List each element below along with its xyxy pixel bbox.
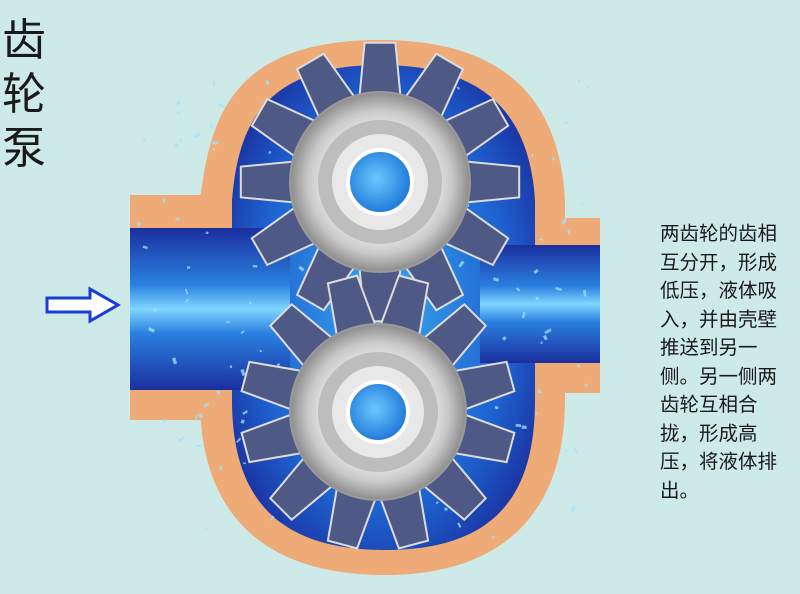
fluid-particle [148,327,156,333]
top-gear [239,41,521,323]
fluid-particle [567,229,571,235]
fluid-particle [242,462,247,465]
fluid-particle [249,301,252,305]
fluid-particle [573,447,579,454]
fluid-particle [583,289,587,297]
fluid-particle [298,265,305,272]
fluid-particle [493,277,500,282]
fluid-particle [268,150,272,155]
fluid-particle [152,308,158,312]
fluid-particle [544,328,552,335]
fluid-particle [540,341,543,344]
fluid-particle [212,80,216,86]
fluid-particle [205,231,209,235]
fluid-particle [584,383,589,388]
fluid-particle [521,311,526,319]
fluid-particle [177,436,185,442]
fluid-particle [502,336,507,341]
fluid-particle [537,389,542,394]
outlet-pipe-fluid [480,245,600,363]
fluid-particle [561,218,568,225]
fluid-particle [435,501,439,505]
fluid-particle [521,425,527,430]
fluid-particle [179,138,183,143]
fluid-particle [137,222,141,226]
fluid-particle [535,296,539,301]
fluid-particle [444,507,448,511]
fluid-particle [531,153,534,157]
fluid-particle [240,368,246,377]
fluid-particle [196,444,203,448]
fluid-particle [162,418,168,423]
fluid-particle [270,515,275,521]
fluid-particle [193,132,201,139]
fluid-particle [142,137,147,143]
arrow-right-icon [45,286,122,324]
fluid-particle [563,121,568,125]
fluid-particle [236,437,242,443]
fluid-particle [229,365,233,369]
fluid-particle [216,390,221,395]
fluid-particle [186,266,191,269]
fluid-particle [177,111,181,114]
fluid-particle [515,287,521,292]
fluid-particle [174,142,180,148]
fluid-particle [491,536,495,540]
fluid-particle [212,148,215,152]
fluid-particle [533,268,539,274]
description-text: 两齿轮的齿相互分开，形成低压，液体吸入，并由壳壁推送到另一侧。另一侧两齿轮互相合… [660,222,778,502]
fluid-particle [172,357,178,365]
fluid-particle [210,123,213,129]
fluid-particle [515,423,522,428]
fluid-particle [576,364,581,367]
fluid-particle [197,413,204,419]
fluid-particle [587,86,590,89]
fluid-particle [564,449,569,454]
fluid-particle [162,197,166,203]
top-gear-bore [346,148,414,216]
bottom-gear [240,274,516,550]
fluid-particle [494,405,499,410]
fluid-particle [194,414,198,422]
fluid-particle [259,349,262,353]
fluid-particle [240,330,245,335]
fluid-particle [203,402,210,408]
fluid-particle [457,522,462,528]
fluid-particle [570,505,576,513]
fluid-particle [176,100,181,106]
fluid-particle [534,412,538,415]
fluid-particle [184,288,189,295]
fluid-particle [252,264,258,268]
fluid-particle [542,334,548,341]
fluid-particle [555,287,563,292]
fluid-particle [240,419,245,424]
fluid-particle [276,363,281,367]
fluid-particle [212,141,219,145]
fluid-particle [539,238,543,241]
fluid-particle [580,201,585,206]
fluid-particle [551,157,556,161]
fluid-particle [242,410,249,415]
diagram-title: 齿轮泵 [2,15,46,174]
fluid-particle [175,217,180,221]
fluid-particle [265,79,270,86]
fluid-particle [219,465,223,470]
bottom-gear-bore [346,380,410,444]
fluid-particle [185,298,190,303]
fluid-particle [456,86,460,90]
fluid-particle [142,245,148,250]
fluid-particle [458,260,465,268]
fluid-particle [204,527,208,531]
fluid-particle [226,321,231,324]
fluid-particle [218,103,226,109]
fluid-particle [577,79,581,83]
